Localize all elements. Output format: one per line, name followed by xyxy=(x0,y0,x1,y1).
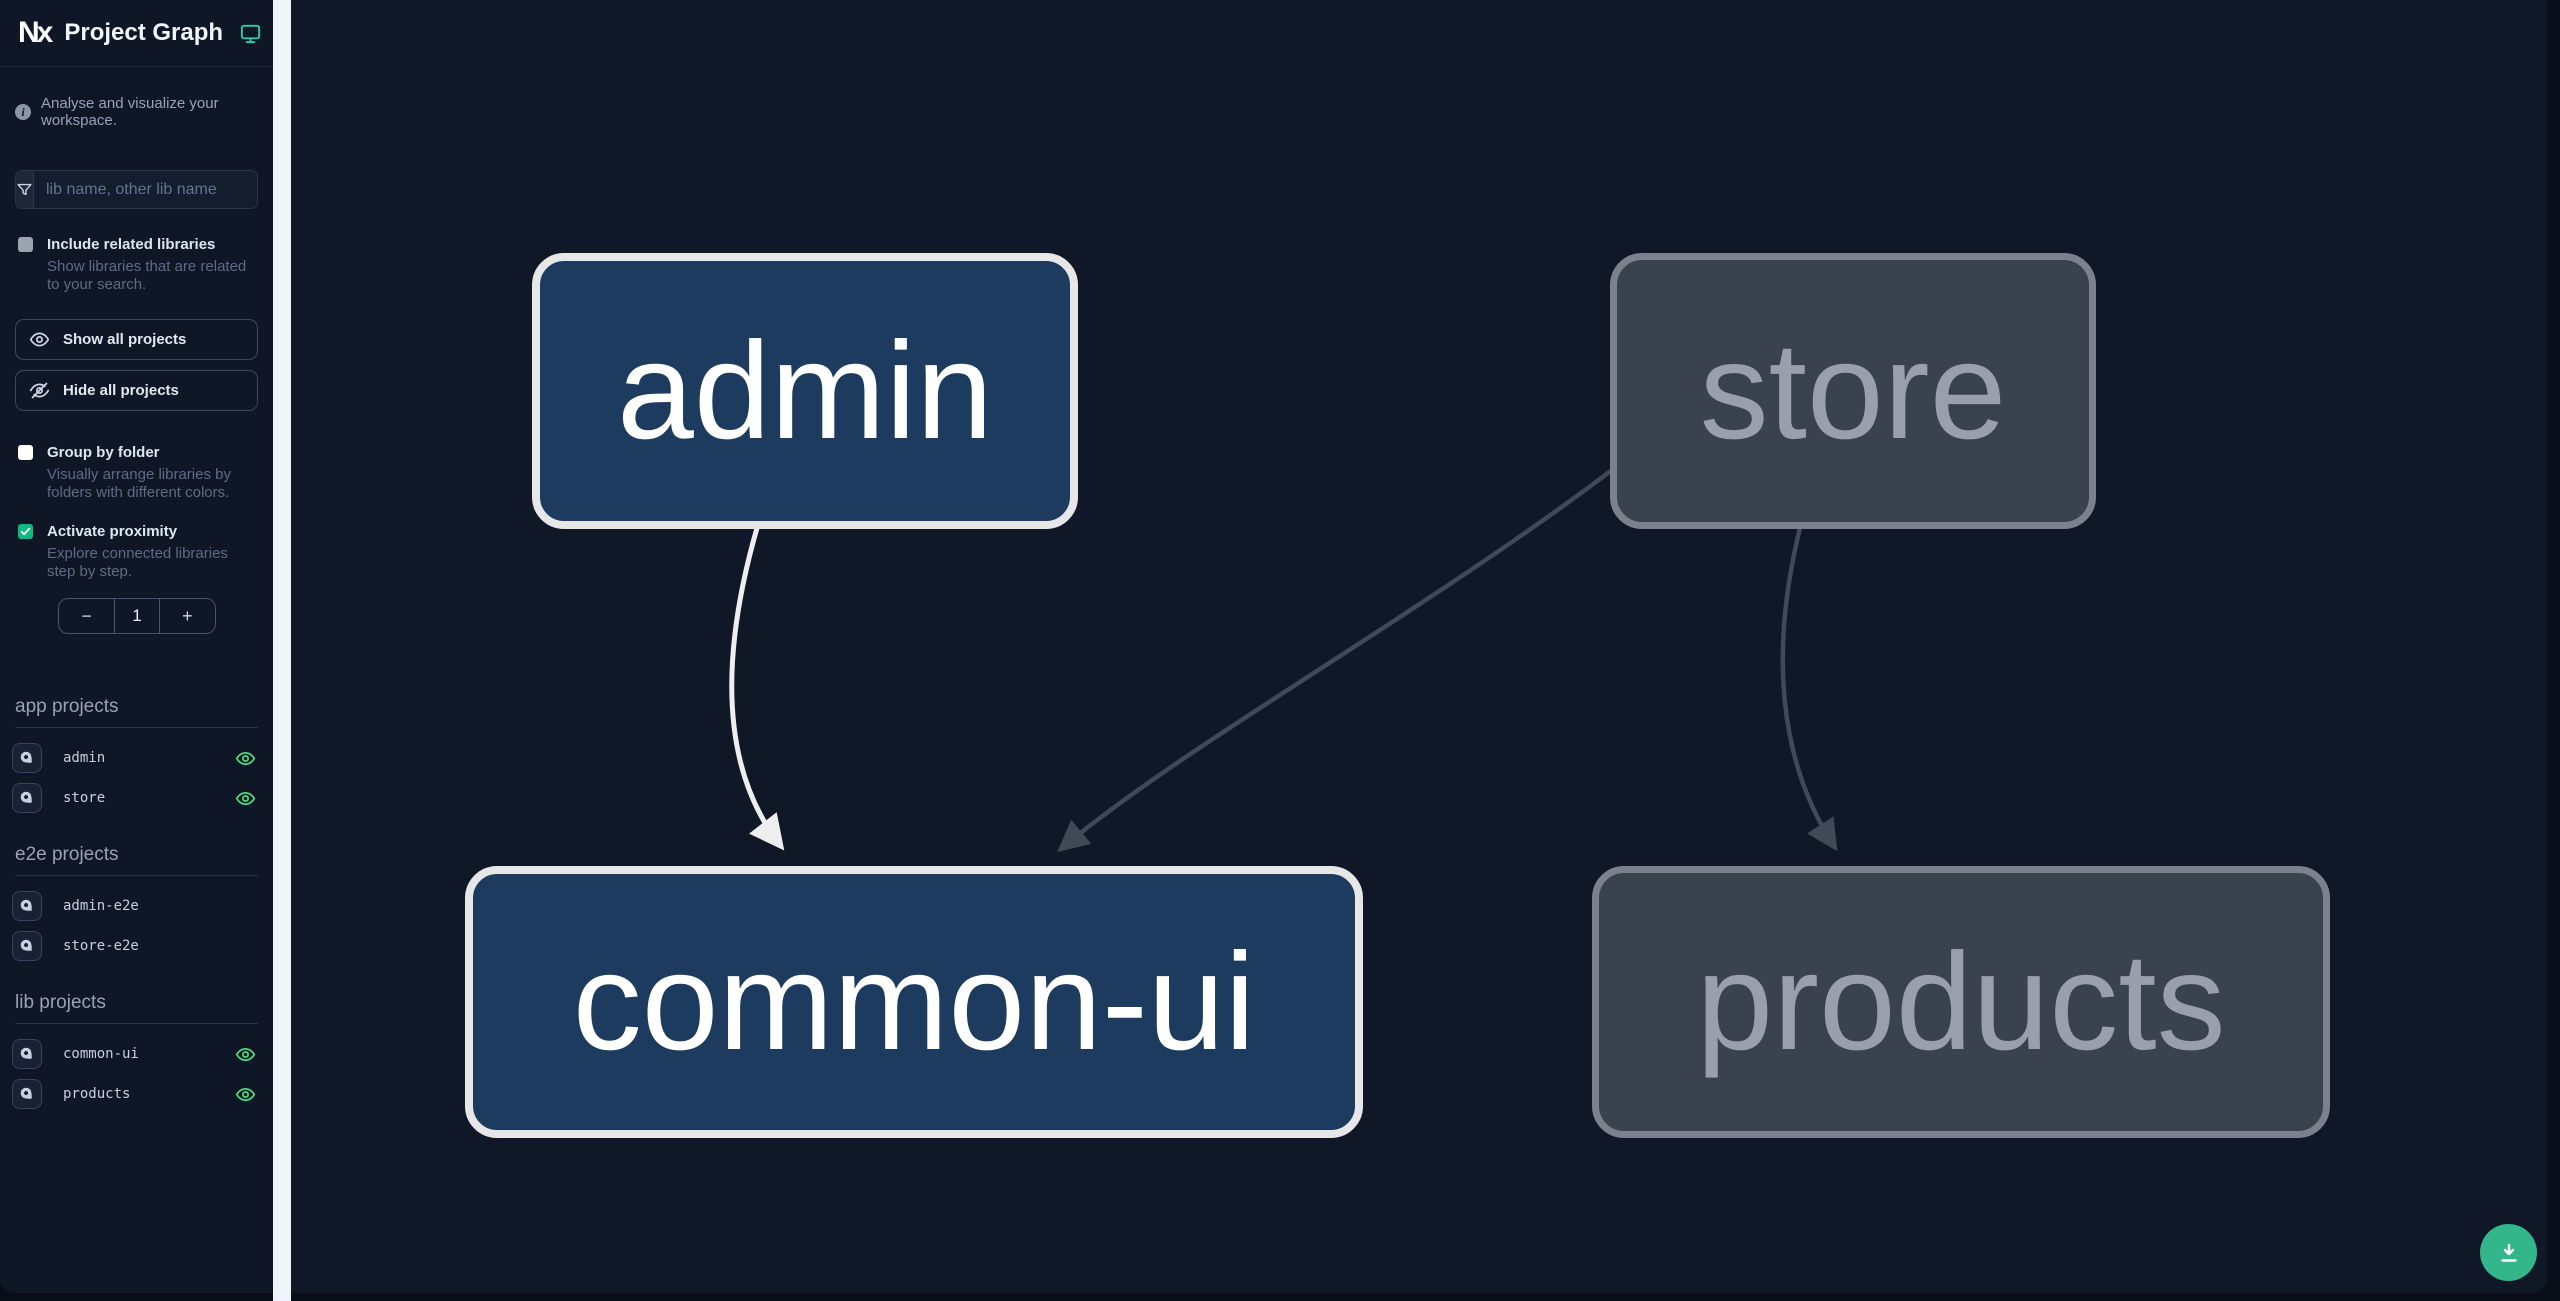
pin-icon xyxy=(20,899,32,911)
hide-all-projects-button[interactable]: Hide all projects xyxy=(15,370,258,411)
project-name[interactable]: store-e2e xyxy=(63,938,139,954)
project-name[interactable]: products xyxy=(63,1086,131,1102)
toggle-visibility-eye-icon[interactable] xyxy=(235,788,256,809)
download-graph-button[interactable] xyxy=(2480,1224,2537,1281)
section-title: app projects xyxy=(15,696,258,728)
filter-funnel-icon xyxy=(16,171,34,208)
activate-proximity-label: Activate proximity xyxy=(47,523,178,540)
proximity-decrement-button[interactable]: − xyxy=(59,599,114,633)
tagline: i Analyse and visualize your workspace. xyxy=(15,95,258,129)
pin-icon xyxy=(20,1047,32,1059)
info-icon: i xyxy=(15,104,31,120)
graph-node-products[interactable]: products xyxy=(1592,866,2330,1138)
search-input[interactable] xyxy=(34,171,257,208)
graph-node-admin[interactable]: admin xyxy=(532,253,1078,529)
include-related-checkbox[interactable] xyxy=(18,237,33,252)
show-all-projects-button[interactable]: Show all projects xyxy=(15,319,258,360)
focus-project-button[interactable] xyxy=(12,1039,42,1069)
search-box xyxy=(15,170,258,209)
project-row-admin-e2e: admin-e2e xyxy=(12,886,258,926)
pin-icon xyxy=(20,939,32,951)
activate-proximity-desc: Explore connected libraries step by step… xyxy=(47,545,228,580)
graph-node-store[interactable]: store xyxy=(1610,253,2096,529)
activate-proximity-checkbox[interactable] xyxy=(18,524,33,539)
proximity-value: 1 xyxy=(114,599,160,633)
focus-project-button[interactable] xyxy=(12,1079,42,1109)
include-related-option: Include related libraries Show libraries… xyxy=(15,236,258,294)
toggle-visibility-eye-icon[interactable] xyxy=(235,1044,256,1065)
focus-project-button[interactable] xyxy=(12,931,42,961)
toggle-visibility-eye-icon[interactable] xyxy=(235,1084,256,1105)
node-label: products xyxy=(1696,925,2226,1079)
include-related-desc: Show libraries that are related to your … xyxy=(47,258,247,293)
hide-all-projects-label: Hide all projects xyxy=(63,382,179,399)
project-name[interactable]: common-ui xyxy=(63,1046,139,1062)
toggle-visibility-eye-icon[interactable] xyxy=(235,748,256,769)
project-row-admin: admin xyxy=(12,738,258,778)
focus-project-button[interactable] xyxy=(12,783,42,813)
proximity-stepper: − 1 + xyxy=(58,598,216,634)
project-row-store: store xyxy=(12,778,258,818)
check-icon xyxy=(20,527,31,536)
monitor-icon[interactable] xyxy=(239,22,262,45)
focus-project-button[interactable] xyxy=(12,743,42,773)
project-name[interactable]: store xyxy=(63,790,106,806)
activate-proximity-option: Activate proximity Explore connected lib… xyxy=(15,523,258,581)
group-by-folder-desc: Visually arrange libraries by folders wi… xyxy=(47,466,231,501)
group-by-folder-checkbox[interactable] xyxy=(18,445,33,460)
section-title: e2e projects xyxy=(15,844,258,876)
proximity-increment-button[interactable]: + xyxy=(160,599,215,633)
graph-node-common-ui[interactable]: common-ui xyxy=(465,866,1363,1138)
section-e2e-projects: e2e projects admin-e2e xyxy=(12,844,258,966)
eye-icon xyxy=(29,332,50,347)
pin-icon xyxy=(20,751,32,763)
node-label: admin xyxy=(617,314,993,468)
project-row-common-ui: common-ui xyxy=(12,1034,258,1074)
group-by-folder-label: Group by folder xyxy=(47,444,160,461)
group-by-folder-option: Group by folder Visually arrange librari… xyxy=(15,444,258,502)
sidebar: Nx Project Graph i Analyse and visualize… xyxy=(0,0,273,1293)
download-icon xyxy=(2500,1243,2517,1262)
project-name[interactable]: admin xyxy=(63,750,106,766)
sidebar-scrollbar[interactable] xyxy=(273,0,291,1301)
node-label: common-ui xyxy=(572,925,1256,1079)
project-row-products: products xyxy=(12,1074,258,1114)
eye-slash-icon xyxy=(29,382,50,399)
focus-project-button[interactable] xyxy=(12,891,42,921)
section-lib-projects: lib projects common-ui xyxy=(12,992,258,1114)
show-all-projects-label: Show all projects xyxy=(63,331,187,348)
section-app-projects: app projects admin xyxy=(12,696,258,818)
sidebar-header: Nx Project Graph xyxy=(0,0,273,67)
project-row-store-e2e: store-e2e xyxy=(12,926,258,966)
tagline-text: Analyse and visualize your workspace. xyxy=(41,95,219,129)
node-label: store xyxy=(1699,314,2007,468)
pin-icon xyxy=(20,791,32,803)
pin-icon xyxy=(20,1087,32,1099)
nx-logo[interactable]: Nx xyxy=(18,16,53,49)
project-name[interactable]: admin-e2e xyxy=(63,898,139,914)
include-related-label: Include related libraries xyxy=(47,236,216,253)
section-title: lib projects xyxy=(15,992,258,1024)
page-title: Project Graph xyxy=(64,19,224,46)
